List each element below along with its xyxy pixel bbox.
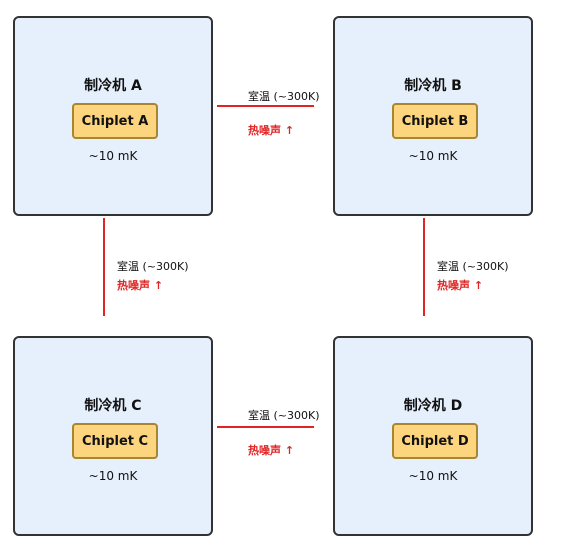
fridge-c: 制冷机 C Chiplet C ~10 mK: [13, 336, 213, 536]
fridge-c-temp: ~10 mK: [88, 469, 138, 483]
chiplet-b-label: Chiplet B: [401, 113, 469, 129]
link-c-d-line: [217, 426, 314, 428]
fridge-d-temp: ~10 mK: [408, 469, 458, 483]
chiplet-c: Chiplet C: [72, 423, 158, 459]
link-a-b-label: 室温 (~300K): [248, 90, 320, 103]
fridge-b: 制冷机 B Chiplet B ~10 mK: [333, 16, 533, 216]
fridge-a-title: 制冷机 A: [84, 78, 142, 94]
chiplet-a-label: Chiplet A: [81, 113, 149, 129]
link-b-d-noise: 热噪声 ↑: [437, 279, 484, 292]
link-a-c-noise: 热噪声 ↑: [117, 279, 164, 292]
chiplet-a: Chiplet A: [72, 103, 158, 139]
link-b-d-line: [423, 218, 425, 316]
link-a-b-line: [217, 105, 314, 107]
link-a-c-label: 室温 (~300K): [117, 260, 189, 273]
fridge-c-title: 制冷机 C: [84, 398, 142, 414]
fridge-b-temp: ~10 mK: [408, 149, 458, 163]
chiplet-d: Chiplet D: [392, 423, 478, 459]
fridge-a: 制冷机 A Chiplet A ~10 mK: [13, 16, 213, 216]
link-a-c-line: [103, 218, 105, 316]
fridge-a-temp: ~10 mK: [88, 149, 138, 163]
fridge-d: 制冷机 D Chiplet D ~10 mK: [333, 336, 533, 536]
chiplet-c-label: Chiplet C: [81, 433, 149, 449]
fridge-b-title: 制冷机 B: [404, 78, 462, 94]
link-b-d-label: 室温 (~300K): [437, 260, 509, 273]
chiplet-d-label: Chiplet D: [401, 433, 469, 449]
link-c-d-noise: 热噪声 ↑: [248, 444, 295, 457]
chiplet-b: Chiplet B: [392, 103, 478, 139]
link-c-d-label: 室温 (~300K): [248, 409, 320, 422]
link-a-b-noise: 热噪声 ↑: [248, 124, 295, 137]
fridge-d-title: 制冷机 D: [403, 398, 463, 414]
